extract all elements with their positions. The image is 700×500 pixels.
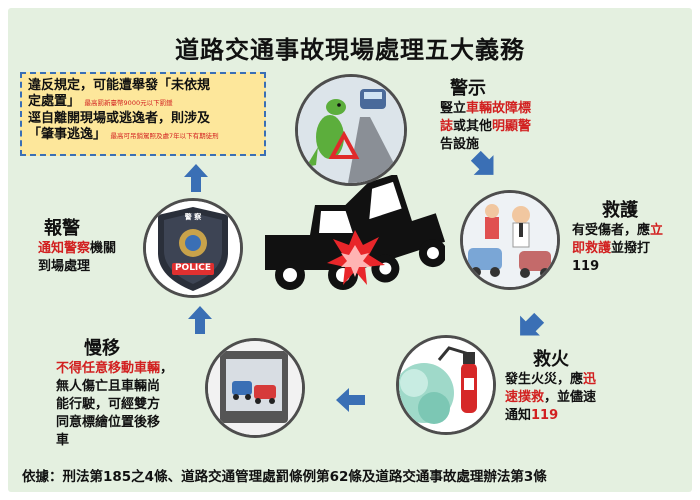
move-desc-line-5: 車	[56, 433, 70, 448]
fire-circle	[396, 335, 496, 435]
move-desc-line-3: 能行駛，可經雙方	[56, 397, 161, 412]
dinosaur-triangle-illustration	[298, 77, 404, 183]
report-desc-line-2: 到場處理	[38, 259, 91, 274]
fire-text: ，並儘速	[544, 390, 597, 405]
report-heading: 報警	[44, 218, 80, 239]
warn-text: 或其他	[453, 119, 493, 134]
car-marking-illustration	[208, 341, 302, 435]
rescue-circle	[460, 190, 560, 290]
move-heading: 慢移	[84, 338, 120, 359]
fire-desc-line-3: 通知119	[505, 407, 596, 425]
warning-term-2: 「肇事逃逸」	[28, 127, 107, 142]
warn-desc-line-1: 豎立車輛故障標	[440, 100, 531, 118]
warning-line-4: 「肇事逃逸」 最高可吊銷駕照及處7年以下有期徒刑	[28, 127, 258, 144]
fire-text: 發生火災，應	[505, 372, 584, 387]
report-highlight: 通知警察	[38, 241, 91, 256]
report-circle: 警 察 POLICE	[143, 198, 243, 298]
move-duty: 慢移 不得任意移動車輛， 無人傷亡且車輛尚 能行駛，可經雙方 同意標繪位置後移 …	[56, 334, 173, 450]
rescue-text: 並撥打	[611, 241, 651, 256]
fire-desc-line-1: 發生火災，應迅	[505, 371, 596, 389]
move-highlight: 不得任意移動車輛	[56, 361, 161, 376]
report-duty: 報警 通知警察機關 到場處理	[38, 214, 116, 276]
arrow-up-icon	[184, 164, 208, 192]
warning-line-3: 逕自離開現場或逃逸者，則涉及	[28, 111, 211, 126]
rescue-heading: 救護	[602, 200, 638, 221]
rescue-desc-line-2: 即救護並撥打	[572, 240, 663, 258]
car-crash-illustration	[265, 175, 445, 290]
warning-term-1: 定處置」	[28, 94, 81, 109]
fire-duty: 救火 發生火災，應迅 速撲救，並儘速 通知119	[505, 345, 596, 425]
rescue-highlight: 立	[650, 223, 664, 238]
warn-highlight: 明顯警	[492, 119, 532, 134]
move-circle	[205, 338, 305, 438]
fire-highlight: 119	[531, 408, 559, 423]
page-title: 道路交通事故現場處理五大義務	[175, 36, 525, 64]
arrow-up-left-icon	[188, 306, 212, 334]
arrow-down-left-icon	[520, 312, 545, 336]
rescue-desc-line-1: 有受傷者，應立	[572, 222, 663, 240]
fire-highlight: 速撲救	[505, 390, 545, 405]
fire-extinguisher-illustration	[399, 338, 493, 432]
rescue-duty: 救護 有受傷者，應立 即救護並撥打 119	[572, 196, 663, 276]
warning-circle	[295, 74, 407, 186]
legal-basis-footer: 依據：刑法第185之4條、道路交通管理處罰條例第62條及道路交通事故處理辦法第3…	[22, 469, 547, 485]
warn-desc-line-2: 誌或其他明顯警	[440, 118, 531, 136]
move-desc-line-1: 不得任意移動車輛，	[56, 360, 173, 378]
warn-duty: 警示 豎立車輛故障標 誌或其他明顯警 告設施	[440, 74, 531, 154]
warn-highlight: 車輛故障標	[466, 101, 532, 116]
warning-box: 違反規定，可能遭舉發「未依規 定處置」 最高罰新臺幣9000元以下罰鍰 逕自離開…	[20, 72, 266, 156]
warn-heading: 警示	[450, 78, 486, 99]
fire-highlight: 迅	[583, 372, 597, 387]
move-desc-line-4: 同意標繪位置後移	[56, 415, 161, 430]
fire-desc-line-2: 速撲救，並儘速	[505, 389, 596, 407]
rescue-text: 有受傷者，應	[572, 223, 651, 238]
police-badge-illustration	[146, 201, 240, 295]
warning-fine-note: 最高罰新臺幣9000元以下罰鍰	[84, 99, 173, 107]
injured-person-illustration	[463, 193, 557, 287]
move-desc-line-2: 無人傷亡且車輛尚	[56, 379, 161, 394]
warn-desc-line-3: 告設施	[440, 137, 480, 152]
rescue-desc-line-3: 119	[572, 259, 600, 274]
warn-highlight: 誌	[440, 119, 454, 134]
fire-heading: 救火	[533, 349, 569, 370]
badge-top-text: 警 察	[184, 213, 202, 221]
badge-label: POLICE	[174, 263, 212, 273]
warning-line-1: 違反規定，可能遭舉發「未依規	[28, 78, 211, 93]
report-text: 機關	[90, 241, 117, 256]
arrow-left-icon	[336, 388, 365, 412]
rescue-highlight: 即救護	[572, 241, 612, 256]
move-text: ，	[160, 361, 174, 376]
warning-line-2: 定處置」 最高罰新臺幣9000元以下罰鍰	[28, 94, 258, 111]
report-desc-line-1: 通知警察機關	[38, 240, 116, 258]
warn-text: 豎立	[440, 101, 467, 116]
warning-penalty-note: 最高可吊銷駕照及處7年以下有期徒刑	[110, 132, 219, 140]
fire-text: 通知	[505, 408, 532, 423]
arrow-down-right-icon	[470, 150, 494, 175]
